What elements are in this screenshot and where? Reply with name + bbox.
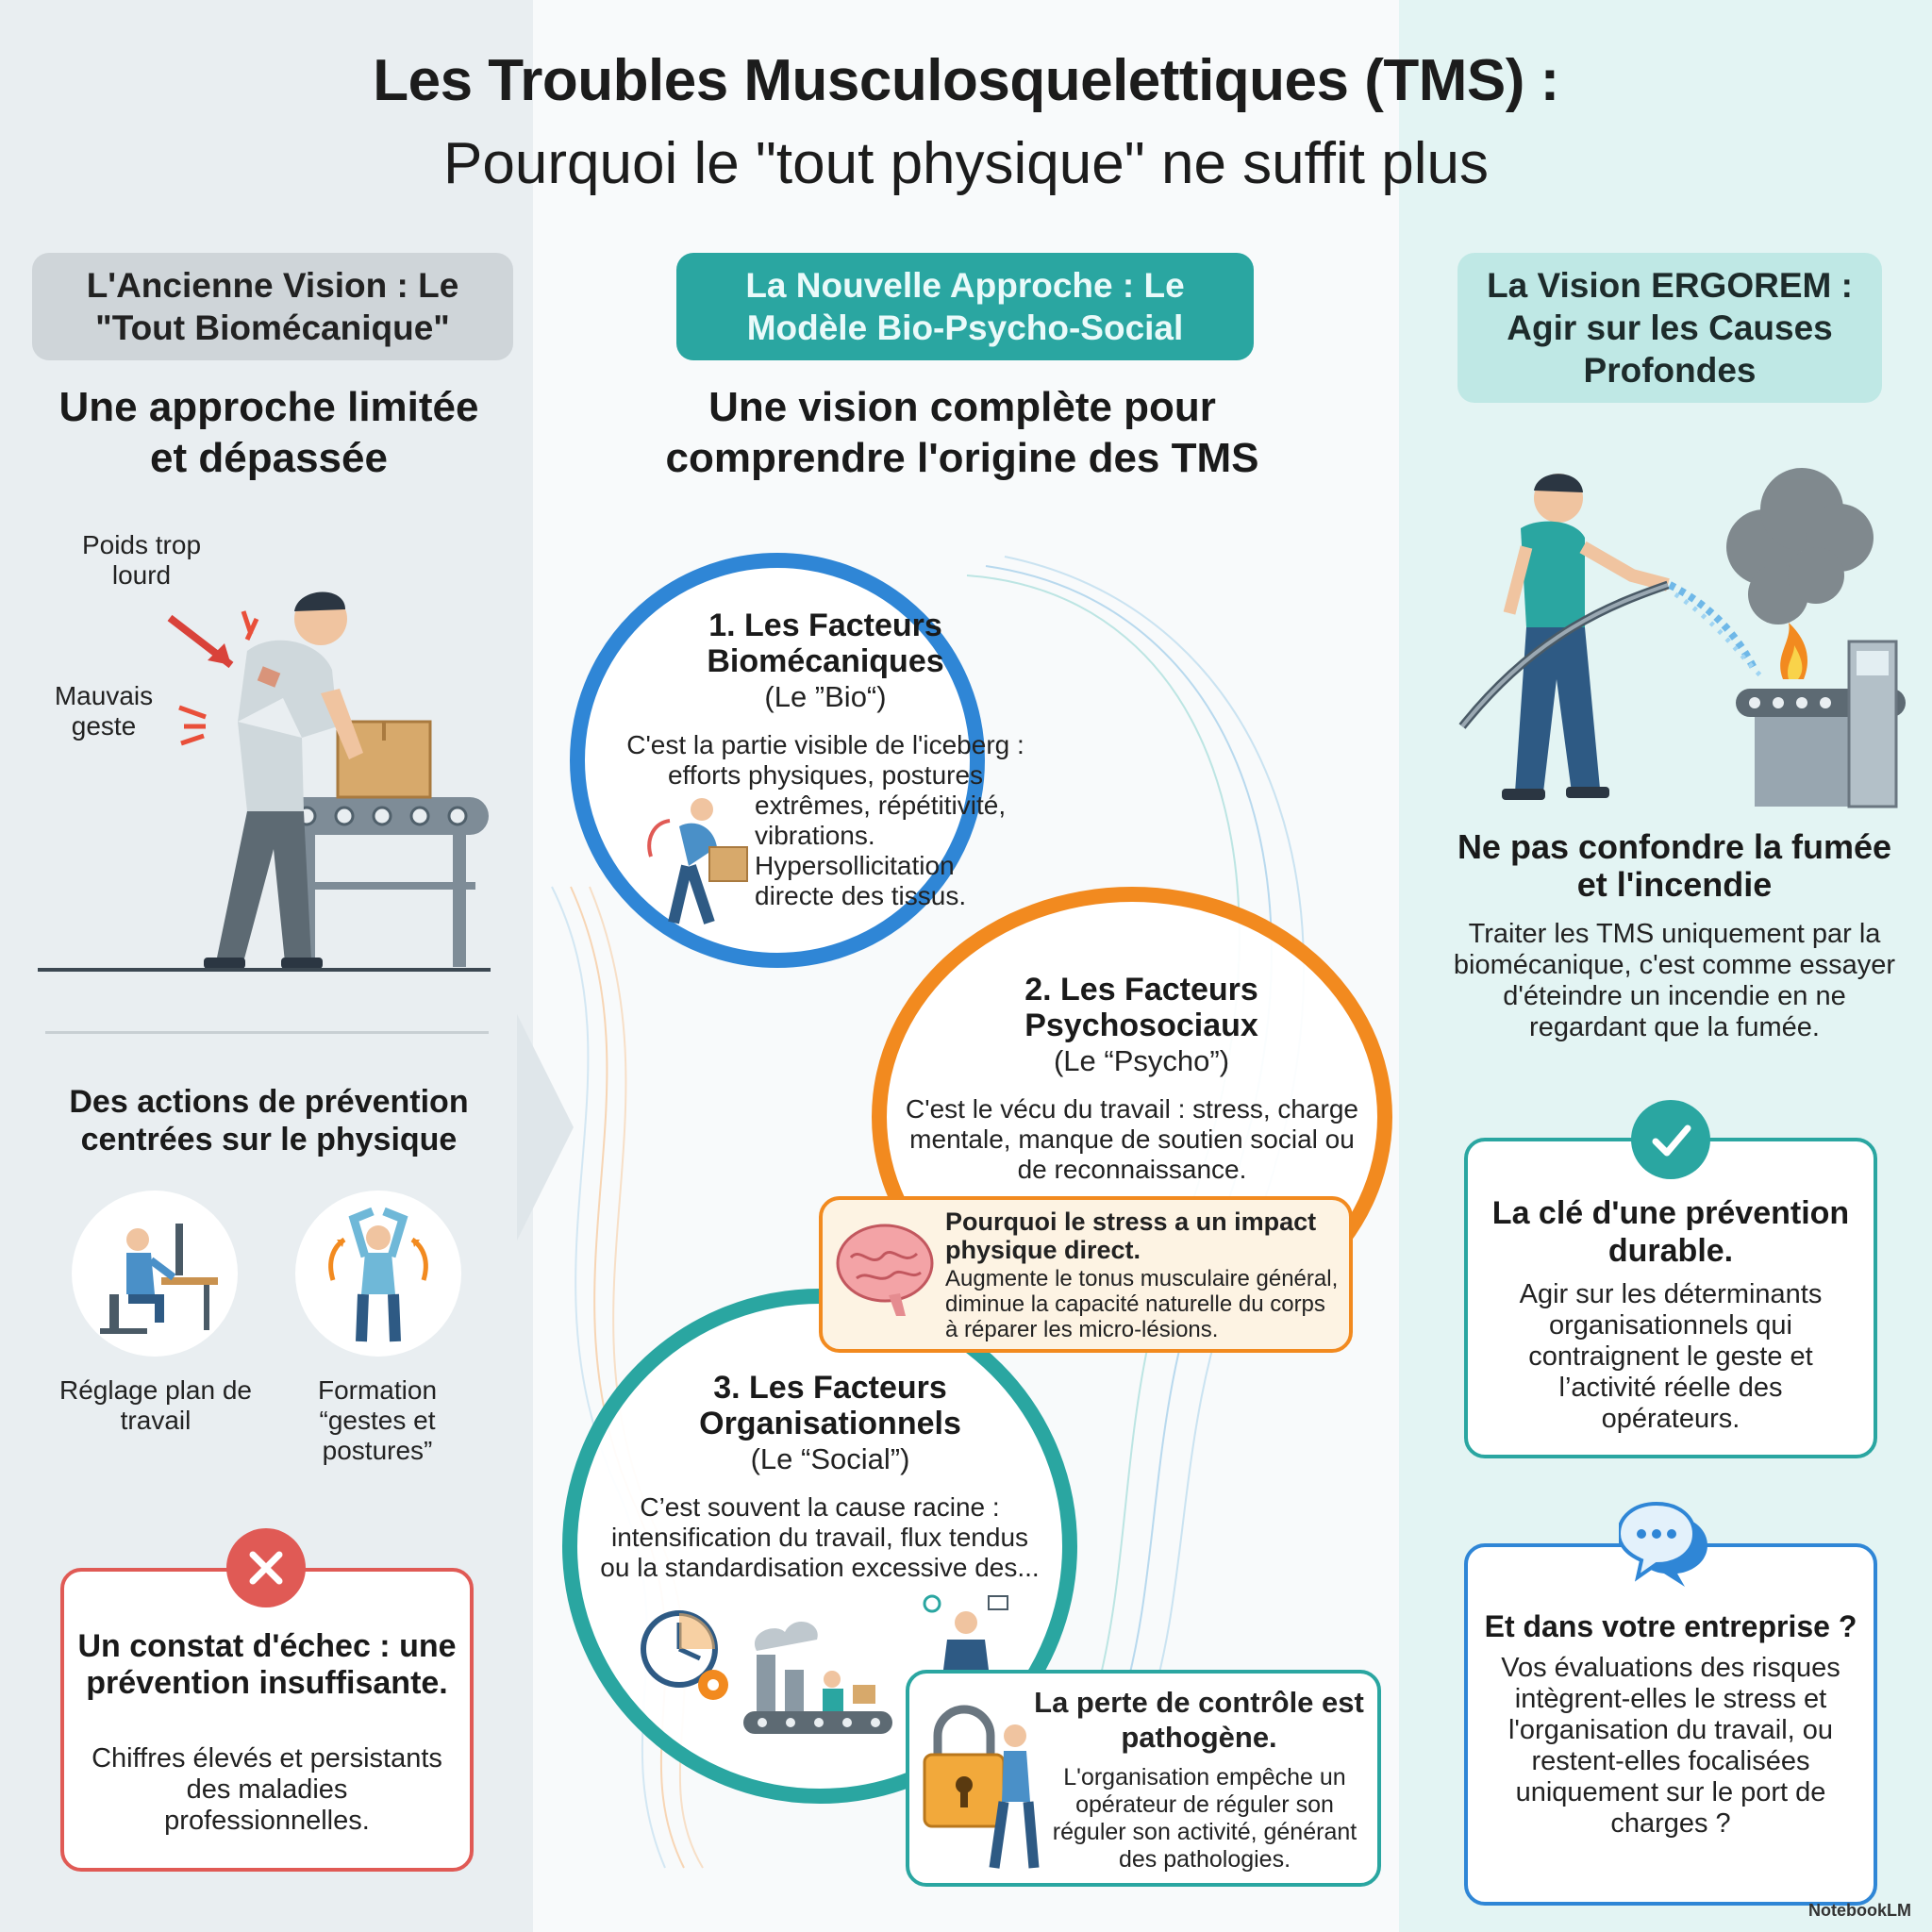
failure-card xyxy=(60,1568,474,1872)
desk-adjust-icon-bg xyxy=(72,1191,238,1357)
company-question-card xyxy=(1464,1543,1877,1906)
bio-title: 1. Les Facteurs Biomécaniques xyxy=(707,608,944,679)
social-title: 3. Les Facteurs Organisationnels xyxy=(699,1370,961,1441)
posture-training-icon-bg xyxy=(295,1191,461,1357)
brain-icon xyxy=(836,1224,934,1316)
company-question-title: Et dans votre entreprise ? xyxy=(1484,1609,1857,1643)
left-divider xyxy=(45,1031,489,1034)
control-text: L'organisation empêche un opérateur de r… xyxy=(1052,1764,1357,1873)
social-subtitle: (Le “Social”) xyxy=(750,1442,910,1475)
stress-text: Augmente le tonus musculaire général, di… xyxy=(945,1266,1339,1342)
ergorem-vision-pill: La Vision ERGOREM : Agir sur les Causes … xyxy=(1457,253,1882,403)
old-vision-heading: Une approche limitée et dépassée xyxy=(58,384,479,481)
worker-lifting-icon xyxy=(647,798,748,924)
action-training-label: Formation “gestes et postures” xyxy=(317,1375,438,1465)
loss-of-control-box xyxy=(906,1670,1381,1887)
actions-heading: Des actions de prévention centrées sur l… xyxy=(69,1084,469,1158)
psycho-title: 2. Les Facteurs Psychosociaux xyxy=(1024,972,1258,1043)
control-title: La perte de contrôle est pathogène. xyxy=(1034,1686,1364,1754)
company-question-text: Vos évaluations des risques intègrent-el… xyxy=(1501,1653,1840,1839)
bio-text-top: C'est la partie visible de l'iceberg : e… xyxy=(626,730,1024,790)
check-icon xyxy=(1631,1100,1710,1179)
new-approach-heading: Une vision complète pour comprendre l'or… xyxy=(665,384,1259,481)
arrow-chevron-icon xyxy=(517,1014,574,1241)
failure-title: Un constat d'échec : une prévention insu… xyxy=(77,1628,457,1701)
social-text: C’est souvent la cause racine : intensif… xyxy=(600,1492,1040,1582)
error-x-icon xyxy=(226,1528,306,1607)
durable-prevention-title: La clé d'une prévention durable. xyxy=(1491,1195,1850,1269)
smoke-fire-title: Ne pas confondre la fumée et l'incendie xyxy=(1457,827,1892,904)
label-bad-gesture: Mauvais geste xyxy=(54,681,154,741)
old-vision-pill: L'Ancienne Vision : Le "Tout Biomécaniqu… xyxy=(32,253,513,360)
stretching-person-icon xyxy=(328,1207,428,1342)
speech-bubbles-icon xyxy=(1619,1502,1707,1587)
worker-lifting-box-illustration xyxy=(38,591,491,972)
page-title: Les Troubles Musculosquelettiques (TMS) … xyxy=(373,48,1559,113)
label-weight: Poids trop lourd xyxy=(81,530,202,590)
factory-conveyor-icon xyxy=(743,1621,892,1734)
failure-text: Chiffres élevés et persistants des malad… xyxy=(92,1743,442,1836)
page-subtitle: Pourquoi le "tout physique" ne suffit pl… xyxy=(443,131,1489,196)
clock-gear-icon xyxy=(641,1610,728,1700)
notebooklm-brand: NotebookLM xyxy=(1808,1901,1911,1920)
durable-prevention-text: Agir sur les déterminants organisationne… xyxy=(1519,1279,1823,1434)
action-desk-label: Réglage plan de travail xyxy=(59,1375,252,1435)
psycho-text: C'est le vécu du travail : stress, charg… xyxy=(906,1094,1358,1184)
bio-subtitle: (Le ”Bio“) xyxy=(764,680,887,713)
firefighting-worker-illustration xyxy=(1458,468,1906,808)
stress-title: Pourquoi le stress a un impact physique … xyxy=(945,1208,1317,1264)
psycho-subtitle: (Le “Psycho”) xyxy=(1053,1044,1230,1077)
new-approach-pill: La Nouvelle Approche : Le Modèle Bio-Psy… xyxy=(676,253,1254,360)
bio-text-side: extrêmes, répétitivité, vibrations. Hype… xyxy=(755,791,1007,910)
smoke-fire-text: Traiter les TMS uniquement par la bioméc… xyxy=(1453,919,1896,1042)
desk-adjustment-icon xyxy=(100,1224,218,1334)
padlock-person-icon xyxy=(923,1705,1040,1869)
